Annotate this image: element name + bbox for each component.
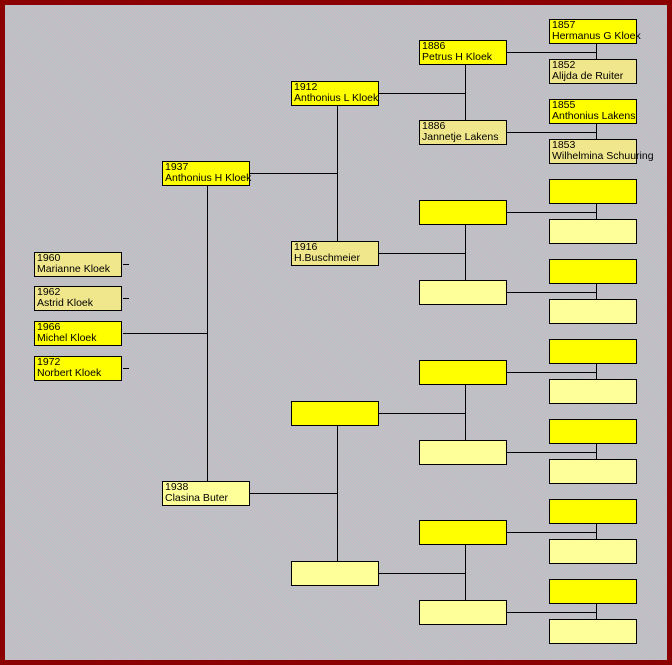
person-year: 1966 [37,321,61,333]
person-name: Marianne Kloek [37,263,110,275]
person-name: Astrid Kloek [37,297,94,309]
ancestor-box[interactable] [549,539,637,564]
person-name: Petrus H Kloek [422,51,493,63]
ancestor-box[interactable] [419,280,507,305]
ancestor-box[interactable] [419,520,507,545]
ancestor-box[interactable] [419,600,507,625]
person-year: 1938 [165,481,189,493]
person-name: Anthonius H Kloek [165,172,252,184]
person-year: 1886 [422,120,446,132]
person-year: 1962 [37,286,61,298]
ancestor-box[interactable] [549,459,637,484]
ancestor-box[interactable] [549,419,637,444]
person-year: 1916 [294,241,318,253]
person-year: 1937 [165,161,189,173]
ancestor-box[interactable] [549,259,637,284]
ancestor-box[interactable] [419,360,507,385]
ancestor-box[interactable] [549,299,637,324]
ancestor-box[interactable] [419,200,507,225]
ancestor-box[interactable] [549,499,637,524]
ancestor-box[interactable] [419,440,507,465]
person-year: 1857 [552,19,576,31]
person-name: Anthonius Lakens [552,110,636,122]
person-name: H.Buschmeier [294,252,360,264]
ancestor-box[interactable] [549,179,637,204]
person-year: 1886 [422,40,446,52]
person-name: Clasina Buter [165,492,229,504]
connector-lines [123,44,597,619]
person-year: 1852 [552,59,576,71]
person-year: 1853 [552,139,576,151]
ancestor-box[interactable] [291,401,379,426]
person-name: Anthonius L Kloek [294,92,379,104]
person-name: Norbert Kloek [37,367,102,379]
person-year: 1960 [37,252,61,264]
ancestor-box[interactable] [549,619,637,644]
person-name: Michel Kloek [37,332,97,344]
person-name: Hermanus G Kloek [552,30,641,42]
person-name: Jannetje Lakens [422,131,499,143]
ancestor-box[interactable] [549,379,637,404]
person-year: 1912 [294,81,318,93]
person-year: 1972 [37,356,61,368]
ancestor-box[interactable] [549,339,637,364]
person-name: Alijda de Ruiter [552,70,624,82]
ancestor-box[interactable] [549,579,637,604]
person-year: 1855 [552,99,576,111]
ancestor-box[interactable] [549,219,637,244]
person-name: Wilhelmina Schuuring [552,150,654,162]
ancestor-box[interactable] [291,561,379,586]
